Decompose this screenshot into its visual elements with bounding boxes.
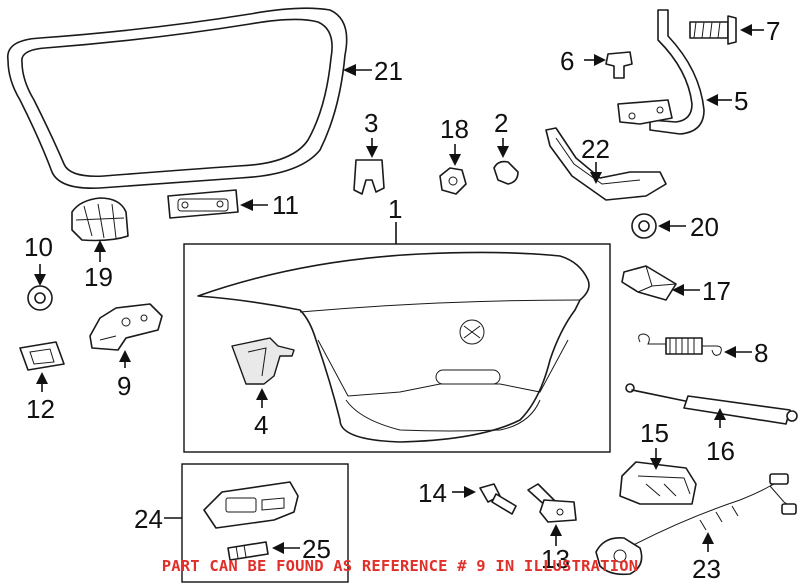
- callout-label-2: 2: [494, 108, 508, 138]
- part-22-trim: [545, 127, 667, 201]
- part-15-lock: [619, 461, 697, 505]
- part-11-lid-handle: [167, 189, 239, 219]
- callout-label-21: 21: [374, 56, 403, 86]
- callout-23: 23: [692, 532, 721, 584]
- callout-4: 4: [254, 388, 268, 440]
- part-20-grommet: [631, 213, 657, 239]
- part-24-frame: [181, 463, 349, 583]
- callout-label-24: 24: [134, 504, 163, 534]
- part-24-license-lamp: [181, 463, 349, 583]
- part-25-bulb: [227, 541, 269, 561]
- callout-label-20: 20: [690, 212, 719, 242]
- callout-24: 24: [134, 504, 182, 534]
- callout-8: 8: [724, 338, 768, 368]
- part-14-bolt: [479, 483, 517, 515]
- callout-13: 13: [541, 524, 570, 574]
- callout-label-1: 1: [388, 194, 402, 224]
- callout-17: 17: [672, 276, 731, 306]
- callout-22: 22: [581, 134, 610, 184]
- callout-6: 6: [560, 46, 606, 76]
- part-9-bracket: [89, 303, 163, 351]
- callout-21: 21: [343, 56, 403, 86]
- callout-label-7: 7: [766, 16, 780, 46]
- part-3-clip: [353, 159, 385, 195]
- callout-label-6: 6: [560, 46, 574, 76]
- callout-25: 25: [272, 534, 331, 564]
- part-reference-notice: PART CAN BE FOUND AS REFERENCE # 9 IN IL…: [161, 557, 639, 575]
- part-6-clip: [605, 51, 633, 79]
- callout-label-9: 9: [117, 371, 131, 401]
- part-18-nut: [439, 167, 467, 195]
- callout-label-12: 12: [26, 394, 55, 424]
- callout-label-13: 13: [541, 544, 570, 574]
- callout-label-14: 14: [418, 478, 447, 508]
- callout-20: 20: [658, 212, 719, 242]
- part-23-actuator: [595, 473, 797, 576]
- callout-5: 5: [706, 86, 748, 116]
- callout-18: 18: [440, 114, 469, 166]
- part-12-clip: [19, 341, 65, 371]
- callout-label-25: 25: [302, 534, 331, 564]
- callout-9: 9: [117, 350, 131, 401]
- callout-label-5: 5: [734, 86, 748, 116]
- callout-2: 2: [494, 108, 509, 158]
- callout-12: 12: [26, 372, 55, 424]
- callout-label-17: 17: [702, 276, 731, 306]
- callout-19: 19: [84, 240, 113, 292]
- part-4-bracket: [231, 337, 295, 385]
- part-8-spring: [638, 333, 722, 356]
- callout-16: 16: [706, 408, 735, 466]
- callout-11: 11: [240, 190, 299, 220]
- callout-1: 1: [388, 194, 402, 244]
- part-16-strut: [625, 383, 798, 425]
- part-17-pad: [621, 265, 677, 301]
- callout-label-23: 23: [692, 554, 721, 584]
- part-13-bolt: [527, 483, 577, 523]
- part-1-trunk-lid: [183, 243, 611, 453]
- part-7-screw: [689, 15, 737, 45]
- callout-14: 14: [418, 478, 476, 508]
- callout-10: 10: [24, 232, 53, 286]
- callout-label-11: 11: [272, 190, 299, 220]
- part-5-hinge: [617, 9, 705, 135]
- part-10-grommet: [27, 285, 53, 311]
- callout-15: 15: [640, 418, 669, 470]
- callout-label-16: 16: [706, 436, 735, 466]
- callout-3: 3: [364, 108, 378, 158]
- callout-label-3: 3: [364, 108, 378, 138]
- callout-label-22: 22: [581, 134, 610, 164]
- callout-7: 7: [740, 16, 780, 46]
- part-1-frame: [183, 243, 611, 453]
- callout-label-18: 18: [440, 114, 469, 144]
- callout-label-15: 15: [640, 418, 669, 448]
- part-2-bumper: [493, 160, 519, 185]
- callout-label-19: 19: [84, 262, 113, 292]
- part-19-cover: [71, 197, 129, 242]
- callout-label-4: 4: [254, 410, 268, 440]
- callout-label-8: 8: [754, 338, 768, 368]
- callout-label-10: 10: [24, 232, 53, 262]
- part-21-weatherstrip: [7, 7, 348, 189]
